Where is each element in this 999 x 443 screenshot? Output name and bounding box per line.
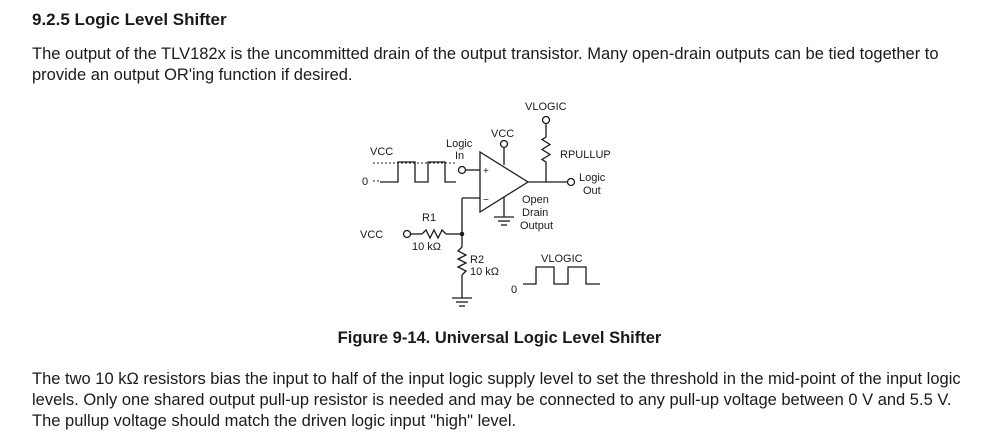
intro-paragraph: The output of the TLV182x is the uncommi… [32,45,939,84]
vcc-input-label: VCC [370,146,393,158]
vlogic-bottom-label: VLOGIC [541,253,583,265]
r2-resistor [456,246,468,276]
explanation-paragraph: The two 10 kΩ resistors bias the input t… [32,370,961,430]
r1-resistor [421,228,447,240]
logic-in-label-1: Logic [446,138,473,150]
plus-terminal-label: + [483,166,489,177]
r2-value-label: 10 kΩ [470,266,499,278]
pullup-resistor [540,124,552,167]
input-waveform [380,161,456,183]
r2-label: R2 [470,254,484,266]
r1-label: R1 [422,212,436,224]
open-drain-label-2: Drain [522,207,548,219]
vlogic-top-label: VLOGIC [525,101,567,113]
vcc-amp-label: VCC [491,128,514,140]
output-waveform [523,266,600,285]
logic-in-label-2: In [455,150,464,162]
minus-terminal-label: − [483,195,489,206]
r1-value-label: 10 kΩ [412,241,441,253]
logic-out-label-2: Out [583,185,601,197]
open-drain-label-3: Output [520,220,553,232]
figure-caption: Figure 9-14. Universal Logic Level Shift… [337,329,662,347]
logic-level-shifter-schematic: VLOGIC VCC RPULLUP Logic Out Logic In VC… [360,101,611,307]
section-heading: 9.2.5 Logic Level Shifter [32,10,227,29]
zero-input-label: 0 [362,176,368,188]
vcc-r1-label: VCC [360,229,383,241]
logic-out-label-1: Logic [579,172,606,184]
open-drain-label-1: Open [522,194,549,206]
zero-output-label: 0 [511,284,517,296]
rpullup-label: RPULLUP [560,149,611,161]
